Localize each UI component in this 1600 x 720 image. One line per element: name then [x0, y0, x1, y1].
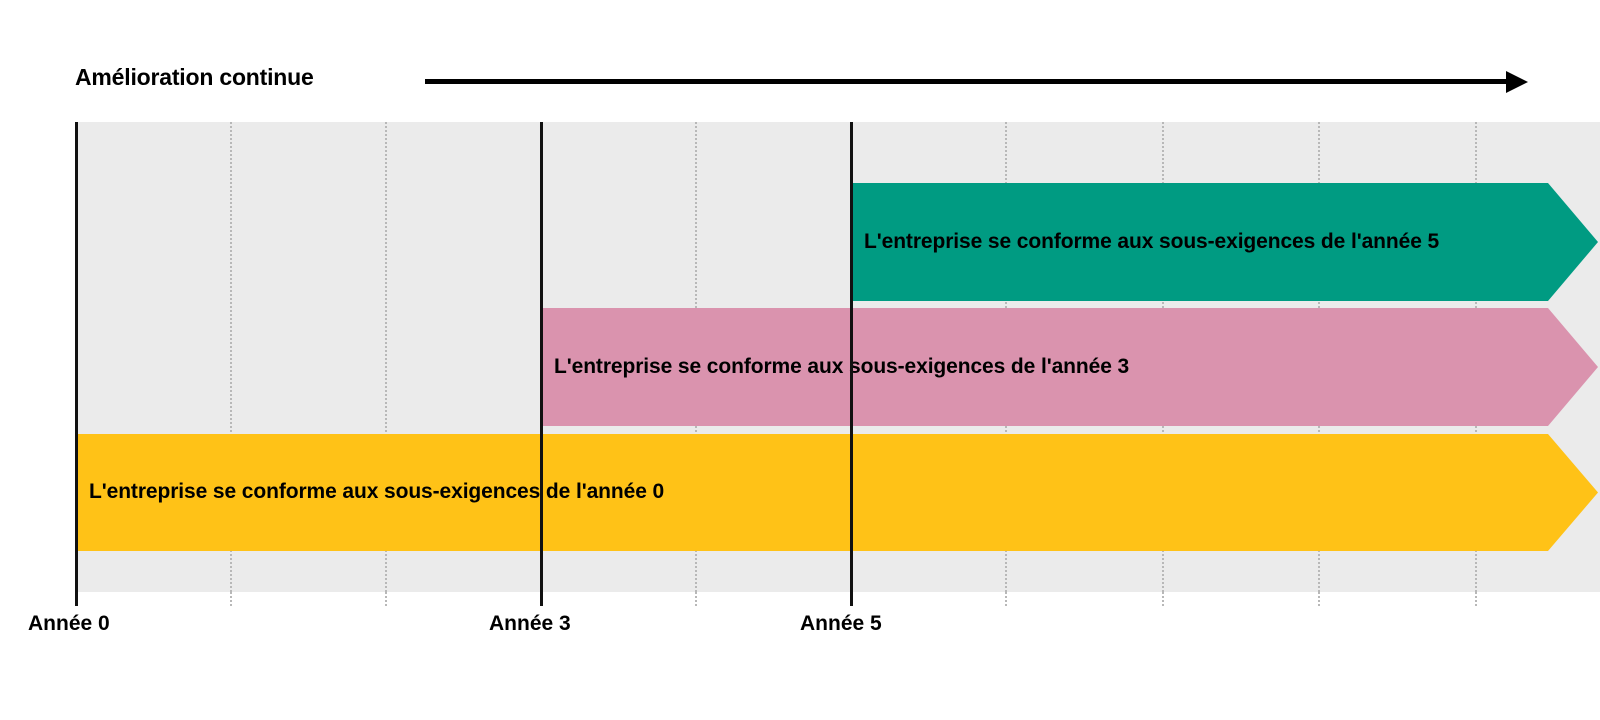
- gridline-minor-1: [230, 122, 232, 592]
- arrow-shaft: [425, 79, 1510, 84]
- bar-annee-0-arrowhead: [1548, 434, 1598, 551]
- axis-tick-minor-1: [230, 592, 232, 606]
- bar-annee-5-body: [850, 183, 1548, 301]
- bar-annee-5-label: L'entreprise se conforme aux sous-exigen…: [864, 229, 1440, 253]
- bar-annee-0-body: [75, 434, 1548, 551]
- axis-label-annee-5: Année 5: [800, 612, 882, 635]
- axis-tick-minor-5: [1162, 592, 1164, 606]
- axis-label-annee-0: Année 0: [28, 612, 110, 635]
- bar-annee-5-arrowhead: [1548, 183, 1598, 301]
- continuous-improvement-label: Amélioration continue: [75, 64, 314, 90]
- axis-left-spine: [75, 122, 78, 606]
- gridline-annee-3: [540, 122, 543, 592]
- axis-tick-minor-4: [1005, 592, 1007, 606]
- bar-annee-0-label: L'entreprise se conforme aux sous-exigen…: [89, 480, 665, 504]
- bar-annee-3-arrowhead: [1548, 308, 1598, 426]
- arrow-head: [1506, 71, 1528, 93]
- gridline-minor-2: [385, 122, 387, 592]
- axis-tick-minor-7: [1475, 592, 1477, 606]
- axis-tick-annee-5: [850, 592, 853, 606]
- gridline-annee-5: [850, 122, 853, 592]
- axis-tick-minor-3: [695, 592, 697, 606]
- bar-annee-5[interactable]: L'entreprise se conforme aux sous-exigen…: [850, 183, 1598, 301]
- axis-tick-minor-6: [1318, 592, 1320, 606]
- axis-tick-annee-3: [540, 592, 543, 606]
- right-arrow-icon: [425, 71, 1528, 93]
- bar-annee-0[interactable]: L'entreprise se conforme aux sous-exigen…: [75, 434, 1598, 551]
- bar-annee-3-label: L'entreprise se conforme aux sous-exigen…: [554, 354, 1130, 378]
- axis-label-annee-3: Année 3: [489, 612, 571, 635]
- bar-annee-3-body: [540, 308, 1548, 426]
- axis-tick-minor-2: [385, 592, 387, 606]
- bar-annee-3[interactable]: L'entreprise se conforme aux sous-exigen…: [540, 308, 1598, 426]
